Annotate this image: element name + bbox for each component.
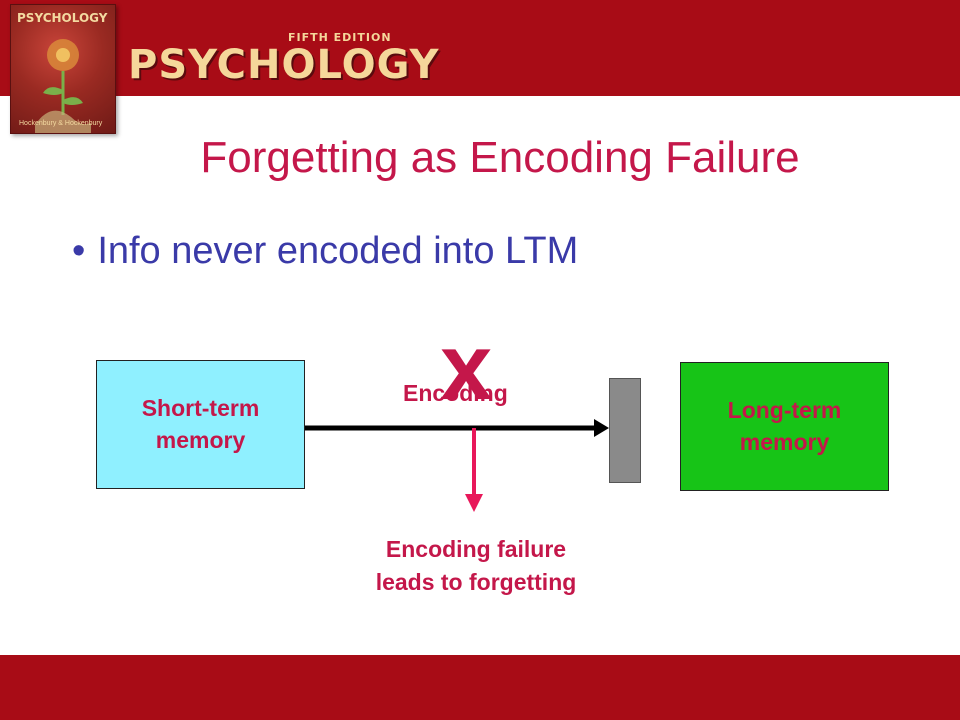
ltm-line-1: Long-term (727, 397, 842, 424)
stm-line-2: memory (155, 426, 246, 453)
bullet-item: • Info never encoded into LTM (72, 230, 578, 273)
failure-line-1: Encoding failure (385, 536, 567, 562)
x-mark: x (440, 314, 493, 419)
ltm-line-2: memory (739, 428, 830, 455)
header-band (0, 0, 960, 96)
bullet-text: Info never encoded into LTM (97, 230, 579, 272)
long-term-memory-box: Long-term memory (680, 362, 889, 491)
short-term-memory-box: Short-term memory (96, 360, 305, 489)
stm-line-1: Short-term (141, 395, 260, 422)
encoding-label: Encoding (403, 380, 508, 406)
slide-title: Forgetting as Encoding Failure (200, 133, 800, 182)
edition-label: FIFTH EDITION (288, 31, 392, 44)
bullet-dot: • (72, 230, 86, 272)
brand-title: PSYCHOLOGY (128, 42, 440, 88)
failure-line-2: leads to forgetting (375, 569, 577, 596)
failure-arrowhead (465, 494, 483, 512)
footer-band (0, 655, 960, 720)
cover-authors: Hockenbury & Hockenbury (19, 120, 103, 127)
failure-label: Encoding failure leads to forgetting (316, 533, 636, 600)
book-cover-image: PSYCHOLOGY Hockenbury & Hockenbury (10, 4, 116, 134)
flower-icon (35, 39, 91, 133)
cover-title: PSYCHOLOGY (17, 11, 108, 25)
encoding-arrowhead (594, 419, 609, 437)
barrier-block (609, 378, 641, 483)
